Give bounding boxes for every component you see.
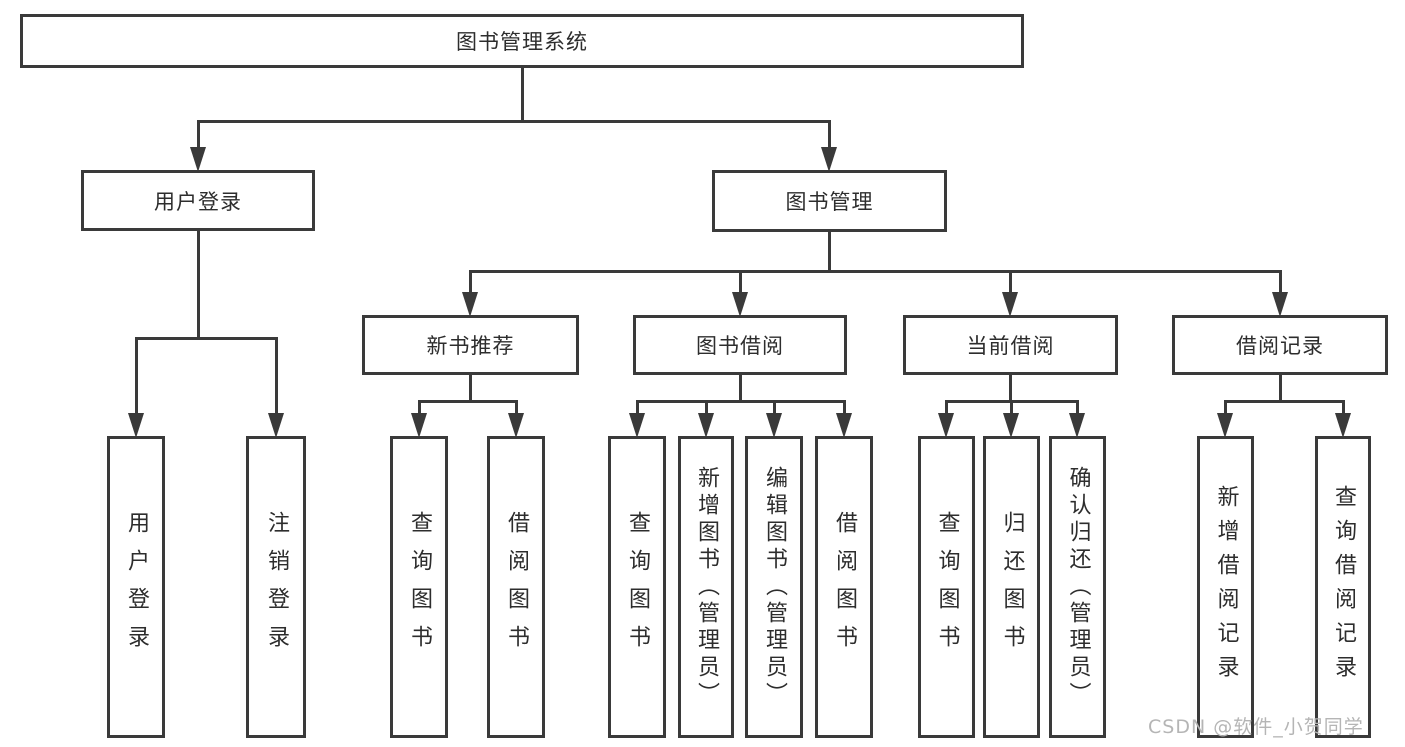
arrow-down-icon xyxy=(1069,413,1085,438)
connector-vline xyxy=(418,400,421,414)
connector-vline xyxy=(739,373,742,402)
node-cb-return-books: 归还图书 xyxy=(983,436,1040,738)
node-current-borrowing: 当前借阅 xyxy=(903,315,1118,375)
arrow-down-icon xyxy=(462,292,478,317)
connector-vline xyxy=(828,230,831,272)
arrow-down-icon xyxy=(190,147,206,172)
arrow-down-icon xyxy=(1002,292,1018,317)
node-user-login-leaf: 用户登录 xyxy=(107,436,165,738)
connector-vline xyxy=(828,120,831,150)
node-bb-query-books: 查询图书 xyxy=(608,436,666,738)
arrow-down-icon xyxy=(1335,413,1351,438)
node-logout: 注销登录 xyxy=(246,436,306,738)
node-label: 归还图书 xyxy=(999,511,1025,663)
arrow-down-icon xyxy=(1272,292,1288,317)
node-new-book-recommend: 新书推荐 xyxy=(362,315,579,375)
node-nb-borrow-books: 借阅图书 xyxy=(487,436,545,738)
arrow-down-icon xyxy=(1003,413,1019,438)
connector-vline xyxy=(197,229,200,339)
connector-vline xyxy=(521,66,524,122)
node-root: 图书管理系统 xyxy=(20,14,1024,68)
arrow-down-icon xyxy=(732,292,748,317)
node-label: 查询借阅记录 xyxy=(1331,485,1356,689)
connector-hline xyxy=(469,270,1281,273)
arrow-down-icon xyxy=(1217,413,1233,438)
node-label: 确认归还（管理员） xyxy=(1065,465,1091,709)
connector-vline xyxy=(1224,400,1227,414)
connector-vline xyxy=(1279,270,1282,296)
node-bb-edit-books-admin: 编辑图书（管理员） xyxy=(745,436,803,738)
node-label: 图书借阅 xyxy=(696,334,784,358)
connector-vline xyxy=(135,337,138,415)
connector-vline xyxy=(773,400,776,414)
connector-vline xyxy=(1279,373,1282,402)
node-borrowing-records: 借阅记录 xyxy=(1172,315,1388,375)
node-label: 借阅记录 xyxy=(1236,334,1324,358)
connector-vline xyxy=(515,400,518,414)
node-label: 借阅图书 xyxy=(832,511,857,663)
arrow-down-icon xyxy=(938,413,954,438)
node-label: 新增图书（管理员） xyxy=(694,465,719,709)
node-cb-confirm-return-admin: 确认归还（管理员） xyxy=(1049,436,1106,738)
node-cb-query-books: 查询图书 xyxy=(918,436,975,738)
arrow-down-icon xyxy=(268,413,284,438)
node-nb-query-books: 查询图书 xyxy=(390,436,448,738)
connector-hline xyxy=(418,400,518,403)
connector-vline xyxy=(1009,270,1012,296)
connector-vline xyxy=(705,400,708,414)
node-label: 借阅图书 xyxy=(504,511,529,663)
node-bb-add-books-admin: 新增图书（管理员） xyxy=(678,436,734,738)
arrow-down-icon xyxy=(128,413,144,438)
node-label: 查询图书 xyxy=(407,511,432,663)
node-label: 用户登录 xyxy=(124,511,149,663)
connector-vline xyxy=(469,373,472,402)
node-label: 查询图书 xyxy=(934,511,960,663)
arrow-down-icon xyxy=(629,413,645,438)
node-label: 查询图书 xyxy=(625,511,650,663)
node-bb-borrow-books: 借阅图书 xyxy=(815,436,873,738)
node-label: 图书管理系统 xyxy=(456,30,588,54)
connector-vline xyxy=(843,400,846,414)
arrow-down-icon xyxy=(766,413,782,438)
node-br-add-record: 新增借阅记录 xyxy=(1197,436,1254,738)
node-label: 用户登录 xyxy=(154,189,242,214)
node-user-login: 用户登录 xyxy=(81,170,315,231)
arrow-down-icon xyxy=(508,413,524,438)
connector-vline xyxy=(469,270,472,296)
connector-vline xyxy=(1342,400,1345,414)
connector-vline xyxy=(197,120,200,150)
connector-hline xyxy=(1224,400,1344,403)
arrow-down-icon xyxy=(411,413,427,438)
node-label: 新书推荐 xyxy=(426,334,515,358)
node-book-borrowing: 图书借阅 xyxy=(633,315,847,375)
node-label: 当前借阅 xyxy=(966,334,1055,358)
connector-vline xyxy=(275,337,278,415)
connector-hline xyxy=(636,400,845,403)
csdn-watermark: CSDN @软件_小贺同学 xyxy=(1148,716,1364,738)
connector-vline xyxy=(945,400,948,414)
node-label: 编辑图书（管理员） xyxy=(762,465,787,709)
node-label: 图书管理 xyxy=(785,190,874,214)
node-br-query-record: 查询借阅记录 xyxy=(1315,436,1371,738)
connector-vline xyxy=(636,400,639,414)
connector-vline xyxy=(1009,373,1012,402)
connector-vline xyxy=(1010,400,1013,414)
node-label: 注销登录 xyxy=(264,511,289,663)
arrow-down-icon xyxy=(821,147,837,172)
arrow-down-icon xyxy=(836,413,852,438)
connector-vline xyxy=(739,270,742,296)
arrow-down-icon xyxy=(698,413,714,438)
node-book-management: 图书管理 xyxy=(712,170,947,232)
connector-hline xyxy=(135,337,278,340)
node-label: 新增借阅记录 xyxy=(1213,485,1239,689)
connector-hline xyxy=(197,120,831,123)
connector-vline xyxy=(1076,400,1079,414)
